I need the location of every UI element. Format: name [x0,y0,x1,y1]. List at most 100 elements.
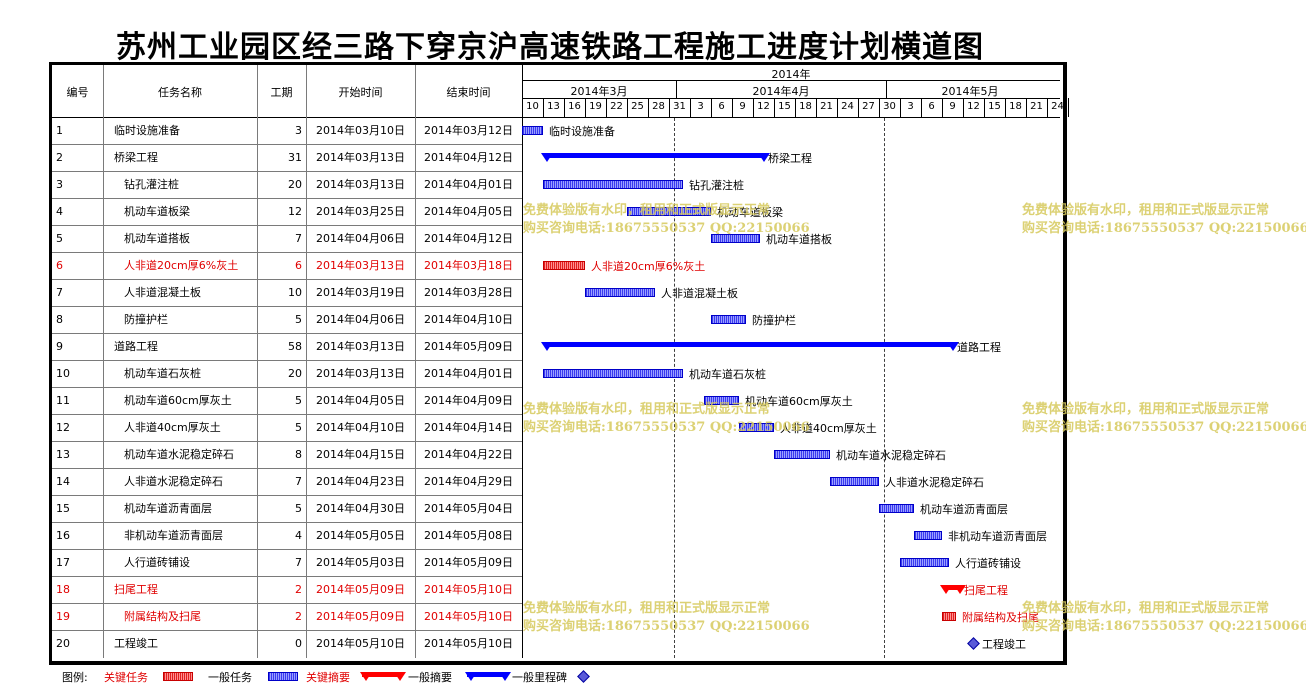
day-divider [585,98,586,117]
timescale-year: 2014年 [771,68,811,81]
task-end: 2014年05月10日 [424,583,513,596]
task-duration: 10 [288,286,302,299]
watermark-line: 免费体验版有水印，租用和正式版显示正常 [1022,402,1270,417]
watermark-line: 免费体验版有水印，租用和正式版显示正常 [523,601,771,616]
legend-critical-swatch [163,672,193,681]
timescale-month: 2014年4月 [752,85,810,98]
month-boundary-line [884,118,885,658]
gantt-bar[interactable] [711,314,746,324]
row-divider [52,603,522,604]
task-duration: 7 [295,232,302,245]
gantt-bar-label: 人行道砖铺设 [955,556,1021,570]
legend-normal-swatch [268,672,298,681]
gantt-bar[interactable] [543,260,585,270]
gantt-bar[interactable] [879,503,914,513]
legend-milestone-swatch [577,670,590,683]
task-name: 人非道混凝土板 [124,286,201,299]
day-divider [606,98,607,117]
task-name: 道路工程 [114,340,158,353]
task-id: 9 [56,340,63,353]
summary-end-marker [947,341,959,351]
gantt-bar-label: 机动车道水泥稳定碎石 [836,448,946,462]
gantt-bar-label: 桥梁工程 [768,151,812,165]
gantt-bar-label: 扫尾工程 [964,583,1008,597]
task-id: 10 [56,367,70,380]
task-name: 机动车道板梁 [124,205,190,218]
month-boundary-line [674,118,675,658]
task-duration: 7 [295,556,302,569]
column-divider [415,65,416,658]
gantt-bar-label: 防撞护栏 [752,313,796,327]
gantt-bar-label: 人非道水泥稳定碎石 [885,475,984,489]
task-id: 6 [56,259,63,272]
gantt-bar[interactable] [900,557,949,567]
task-start: 2014年03月10日 [316,124,405,137]
task-id: 18 [56,583,70,596]
timescale-day: 10 [526,101,539,112]
day-divider [879,98,880,117]
gantt-bar[interactable] [830,476,879,486]
day-divider [795,98,796,117]
gantt-summary-bar[interactable] [547,341,953,347]
watermark-line: 免费体验版有水印，租用和正式版显示正常 [523,402,771,417]
day-divider [732,98,733,117]
task-id: 4 [56,205,63,218]
gantt-bar[interactable] [543,368,683,378]
task-id: 3 [56,178,63,191]
task-start: 2014年03月13日 [316,151,405,164]
row-divider [52,522,522,523]
task-id: 20 [56,637,70,650]
gantt-bar[interactable] [914,530,942,540]
task-end: 2014年04月01日 [424,178,513,191]
watermark-line: 购买咨询电话:18675550537 QQ:22150066 [1022,221,1306,236]
row-divider [52,144,522,145]
task-end: 2014年04月05日 [424,205,513,218]
task-start: 2014年03月13日 [316,259,405,272]
row-divider [52,225,522,226]
timescale-day: 6 [928,101,935,112]
gantt-bar-label: 人非道混凝土板 [661,286,738,300]
gantt-bar-label: 非机动车道沥青面层 [948,529,1047,543]
task-end: 2014年05月08日 [424,529,513,542]
gantt-bar-label: 临时设施准备 [549,124,615,138]
watermark-line: 购买咨询电话:18675550537 QQ:22150066 [523,420,810,435]
task-duration: 58 [288,340,302,353]
gantt-bar[interactable] [704,395,739,405]
task-start: 2014年05月05日 [316,529,405,542]
gantt-bar[interactable] [585,287,655,297]
gantt-bar[interactable] [739,422,774,432]
summary-start-marker [940,584,952,594]
gantt-summary-bar[interactable] [946,584,960,590]
gantt-bar[interactable] [711,233,760,243]
row-divider [52,549,522,550]
timescale-day: 16 [568,101,581,112]
task-id: 2 [56,151,63,164]
task-start: 2014年03月13日 [316,340,405,353]
day-divider [774,98,775,117]
row-divider [52,171,522,172]
task-start: 2014年04月05日 [316,394,405,407]
timescale-day: 19 [589,101,602,112]
legend-prefix: 图例: [62,671,88,684]
gantt-bar-label: 人非道40cm厚灰土 [780,421,877,435]
task-duration: 5 [295,502,302,515]
gantt-bar[interactable] [627,206,711,216]
watermark-line: 购买咨询电话:18675550537 QQ:22150066 [1022,420,1306,435]
timescale-day: 31 [673,101,686,112]
watermark-line: 免费体验版有水印，租用和正式版显示正常 [1022,203,1270,218]
task-id: 14 [56,475,70,488]
gantt-summary-bar[interactable] [547,152,764,158]
gantt-bar[interactable] [774,449,830,459]
gantt-bar[interactable] [543,179,683,189]
gantt-bar[interactable] [942,611,956,621]
task-id: 1 [56,124,63,137]
task-name: 钻孔灌注桩 [124,178,179,191]
task-duration: 7 [295,475,302,488]
task-end: 2014年03月18日 [424,259,513,272]
row-divider [52,414,522,415]
gantt-bar[interactable] [522,125,543,135]
task-start: 2014年04月23日 [316,475,405,488]
column-header-start: 开始时间 [338,86,383,99]
row-divider [52,333,522,334]
watermark: 免费体验版有水印，租用和正式版显示正常购买咨询电话:18675550537 QQ… [523,202,810,238]
